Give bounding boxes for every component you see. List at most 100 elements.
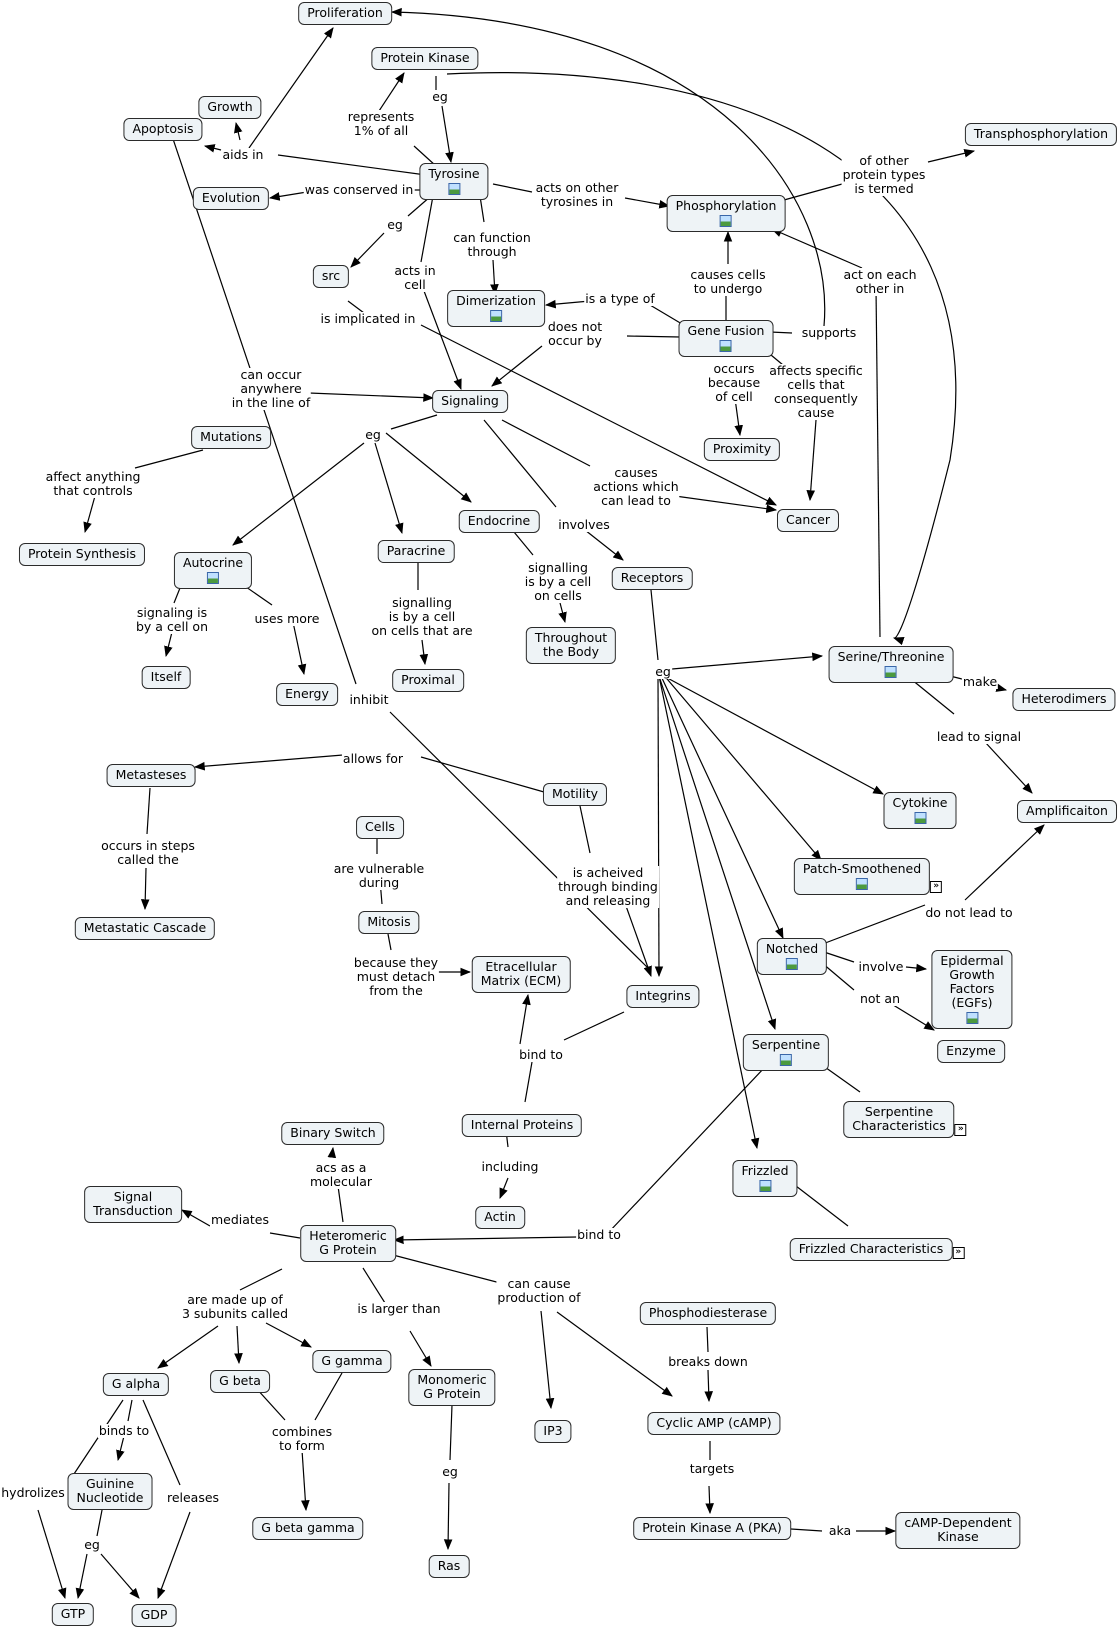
node-proliferation[interactable]: Proliferation [298, 2, 392, 25]
node-cyclic-amp[interactable]: Cyclic AMP (cAMP) [647, 1412, 781, 1435]
node-mutations[interactable]: Mutations [191, 426, 271, 449]
node-label: Energy [285, 686, 329, 701]
node-phosphodiesterase[interactable]: Phosphodiesterase [639, 1302, 777, 1325]
node-ip3[interactable]: IP3 [534, 1420, 572, 1443]
node-autocrine[interactable]: Autocrine [173, 552, 253, 589]
node-dimerization[interactable]: Dimerization [447, 290, 545, 327]
node-actin[interactable]: Actin [475, 1206, 525, 1229]
image-icon[interactable] [447, 183, 460, 195]
node-ecm[interactable]: Etracellular Matrix (ECM) [471, 956, 571, 993]
node-label: GDP [140, 1607, 168, 1622]
image-icon[interactable] [207, 572, 219, 584]
image-icon[interactable] [719, 340, 732, 352]
node-heteromeric-g-protein[interactable]: Heteromeric G Protein [300, 1225, 396, 1262]
node-patch-smoothened[interactable]: Patch-Smoothened» [793, 858, 943, 895]
node-metastatic-cascade[interactable]: Metastatic Cascade [74, 917, 216, 940]
image-icon[interactable] [720, 215, 732, 227]
node-src[interactable]: src [312, 265, 350, 288]
node-receptors[interactable]: Receptors [611, 567, 693, 590]
node-label: Monomeric G Protein [417, 1372, 487, 1401]
image-icon[interactable] [785, 958, 798, 970]
node-label: Mutations [200, 429, 262, 444]
node-metasteses[interactable]: Metasteses [106, 764, 196, 787]
node-g-beta[interactable]: G beta [210, 1370, 270, 1393]
node-pka[interactable]: Protein Kinase A (PKA) [633, 1517, 791, 1540]
link-label: allows for [341, 751, 405, 766]
node-paracrine[interactable]: Paracrine [377, 540, 455, 563]
node-frizzled[interactable]: Frizzled [732, 1160, 798, 1197]
link-label: hydrolizes [0, 1485, 66, 1500]
image-icon[interactable] [780, 1054, 792, 1066]
node-serine-threonine[interactable]: Serine/Threonine [828, 646, 954, 683]
image-icon[interactable] [856, 878, 868, 890]
image-icon[interactable] [759, 1180, 771, 1192]
node-egf[interactable]: Epidermal Growth Factors (EGFs) [931, 950, 1013, 1029]
link-label: act on each other in [842, 267, 918, 296]
image-icon[interactable] [914, 812, 926, 824]
node-gtp[interactable]: GTP [51, 1603, 95, 1626]
image-icon[interactable] [885, 666, 897, 678]
node-internal-proteins[interactable]: Internal Proteins [461, 1114, 583, 1137]
link-label: is larger than [356, 1301, 442, 1316]
node-enzyme[interactable]: Enzyme [937, 1040, 1005, 1063]
node-transphosphorylation[interactable]: Transphosphorylation [964, 123, 1118, 146]
submap-icon[interactable]: » [954, 1124, 967, 1136]
image-icon[interactable] [490, 310, 502, 322]
node-binary-switch[interactable]: Binary Switch [281, 1122, 385, 1145]
node-proximal[interactable]: Proximal [392, 669, 464, 692]
node-label: Enzyme [946, 1043, 996, 1058]
node-g-alpha[interactable]: G alpha [102, 1373, 170, 1396]
node-signal-transduction[interactable]: Signal Transduction [84, 1186, 182, 1223]
node-amplification[interactable]: Amplificaiton [1017, 800, 1117, 823]
link-label: eg [654, 664, 672, 679]
link-label: uses more [253, 611, 321, 626]
link-label: lead to signal [935, 729, 1023, 744]
node-label: Metastatic Cascade [83, 920, 207, 935]
node-endocrine[interactable]: Endocrine [458, 510, 540, 533]
node-gene-fusion[interactable]: Gene Fusion [678, 320, 774, 357]
node-proximity[interactable]: Proximity [703, 438, 781, 461]
node-serpentine-characteristics[interactable]: Serpentine Characteristics» [843, 1101, 967, 1138]
node-frizzled-characteristics[interactable]: Frizzled Characteristics» [789, 1238, 965, 1261]
node-heterodimers[interactable]: Heterodimers [1012, 688, 1116, 711]
node-mitosis[interactable]: Mitosis [358, 911, 420, 934]
link-label: acts on other tyrosines in [534, 180, 620, 209]
node-apoptosis[interactable]: Apoptosis [123, 118, 203, 141]
node-cancer[interactable]: Cancer [776, 509, 840, 532]
node-growth[interactable]: Growth [198, 96, 262, 119]
submap-icon[interactable]: » [930, 881, 943, 893]
submap-icon[interactable]: » [952, 1247, 965, 1259]
node-serpentine[interactable]: Serpentine [742, 1034, 830, 1071]
node-energy[interactable]: Energy [276, 683, 338, 706]
node-label: Signal Transduction [93, 1189, 173, 1218]
node-itself[interactable]: Itself [141, 666, 191, 689]
node-g-gamma[interactable]: G gamma [312, 1350, 392, 1373]
link-label: eg [83, 1537, 101, 1552]
node-gdp[interactable]: GDP [131, 1604, 177, 1627]
link-label: eg [386, 217, 404, 232]
node-protein-synthesis[interactable]: Protein Synthesis [18, 543, 146, 566]
node-guinine-nucleotide[interactable]: Guinine Nucleotide [67, 1473, 153, 1510]
node-cytokine[interactable]: Cytokine [883, 792, 957, 829]
node-phosphorylation[interactable]: Phosphorylation [666, 195, 786, 232]
node-label: Serine/Threonine [837, 649, 945, 664]
node-protein-kinase[interactable]: Protein Kinase [371, 47, 479, 70]
node-label: Proximity [712, 441, 772, 456]
node-integrins[interactable]: Integrins [626, 985, 700, 1008]
link-label: is acheived through binding and releasin… [557, 865, 659, 908]
node-motility[interactable]: Motility [542, 783, 608, 806]
node-label: Receptors [620, 570, 684, 585]
node-throughout-body[interactable]: Throughout the Body [525, 627, 617, 664]
node-monomeric-g-protein[interactable]: Monomeric G Protein [408, 1369, 496, 1406]
node-label: Paracrine [386, 543, 446, 558]
node-tyrosine[interactable]: Tyrosine [419, 163, 489, 200]
image-icon[interactable] [965, 1012, 978, 1024]
node-camp-dependent-kinase[interactable]: cAMP-Dependent Kinase [895, 1512, 1021, 1549]
node-cells[interactable]: Cells [356, 816, 404, 839]
node-signaling[interactable]: Signaling [432, 390, 508, 413]
node-evolution[interactable]: Evolution [192, 187, 270, 210]
node-notched[interactable]: Notched [756, 938, 828, 975]
node-label: Throughout the Body [534, 630, 608, 659]
node-ras[interactable]: Ras [428, 1555, 470, 1578]
node-g-beta-gamma[interactable]: G beta gamma [252, 1517, 364, 1540]
